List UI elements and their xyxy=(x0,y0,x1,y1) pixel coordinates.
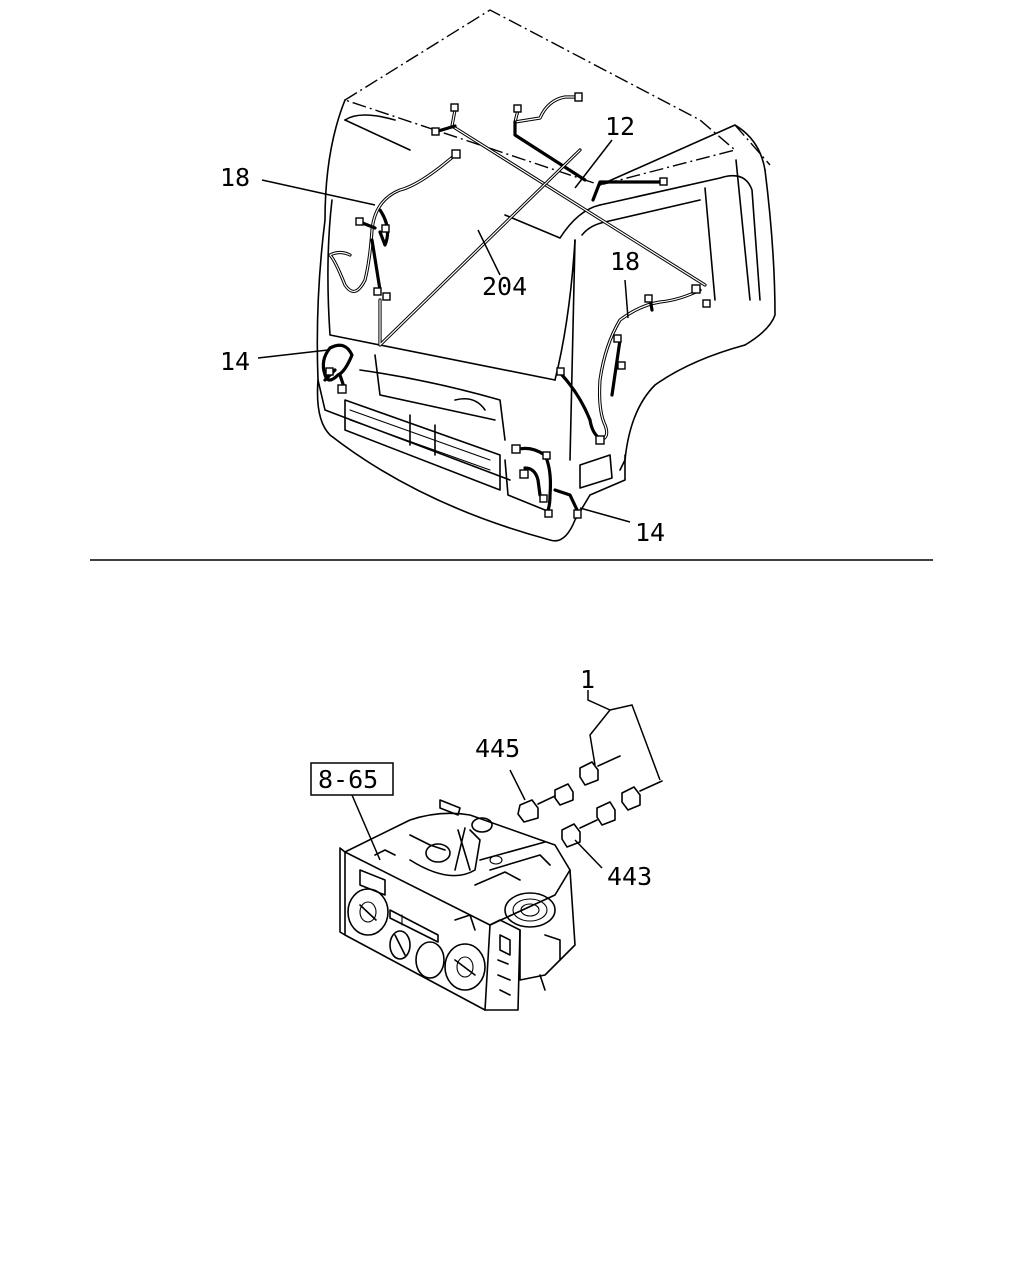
callout-204: 204 xyxy=(482,272,527,301)
callout-14-bottom: 14 xyxy=(635,518,665,547)
reference-box[interactable]: 8-65 xyxy=(310,762,394,796)
reference-box-label: 8-65 xyxy=(318,765,378,794)
heater-control-panel-illustration xyxy=(339,799,576,1011)
callout-445: 445 xyxy=(475,734,520,763)
callout-443: 443 xyxy=(607,862,652,891)
callout-18-left: 18 xyxy=(220,163,250,192)
top-leader-lines xyxy=(257,139,631,523)
callout-1: 1 xyxy=(580,665,595,694)
callout-14-left: 14 xyxy=(220,347,250,376)
truck-cab-illustration xyxy=(316,9,776,542)
callout-12: 12 xyxy=(605,112,635,141)
bottom-leader-lines xyxy=(351,690,661,869)
cab-wiring-harness xyxy=(321,92,711,519)
bulb-sockets xyxy=(517,755,663,848)
callout-18-right: 18 xyxy=(610,247,640,276)
